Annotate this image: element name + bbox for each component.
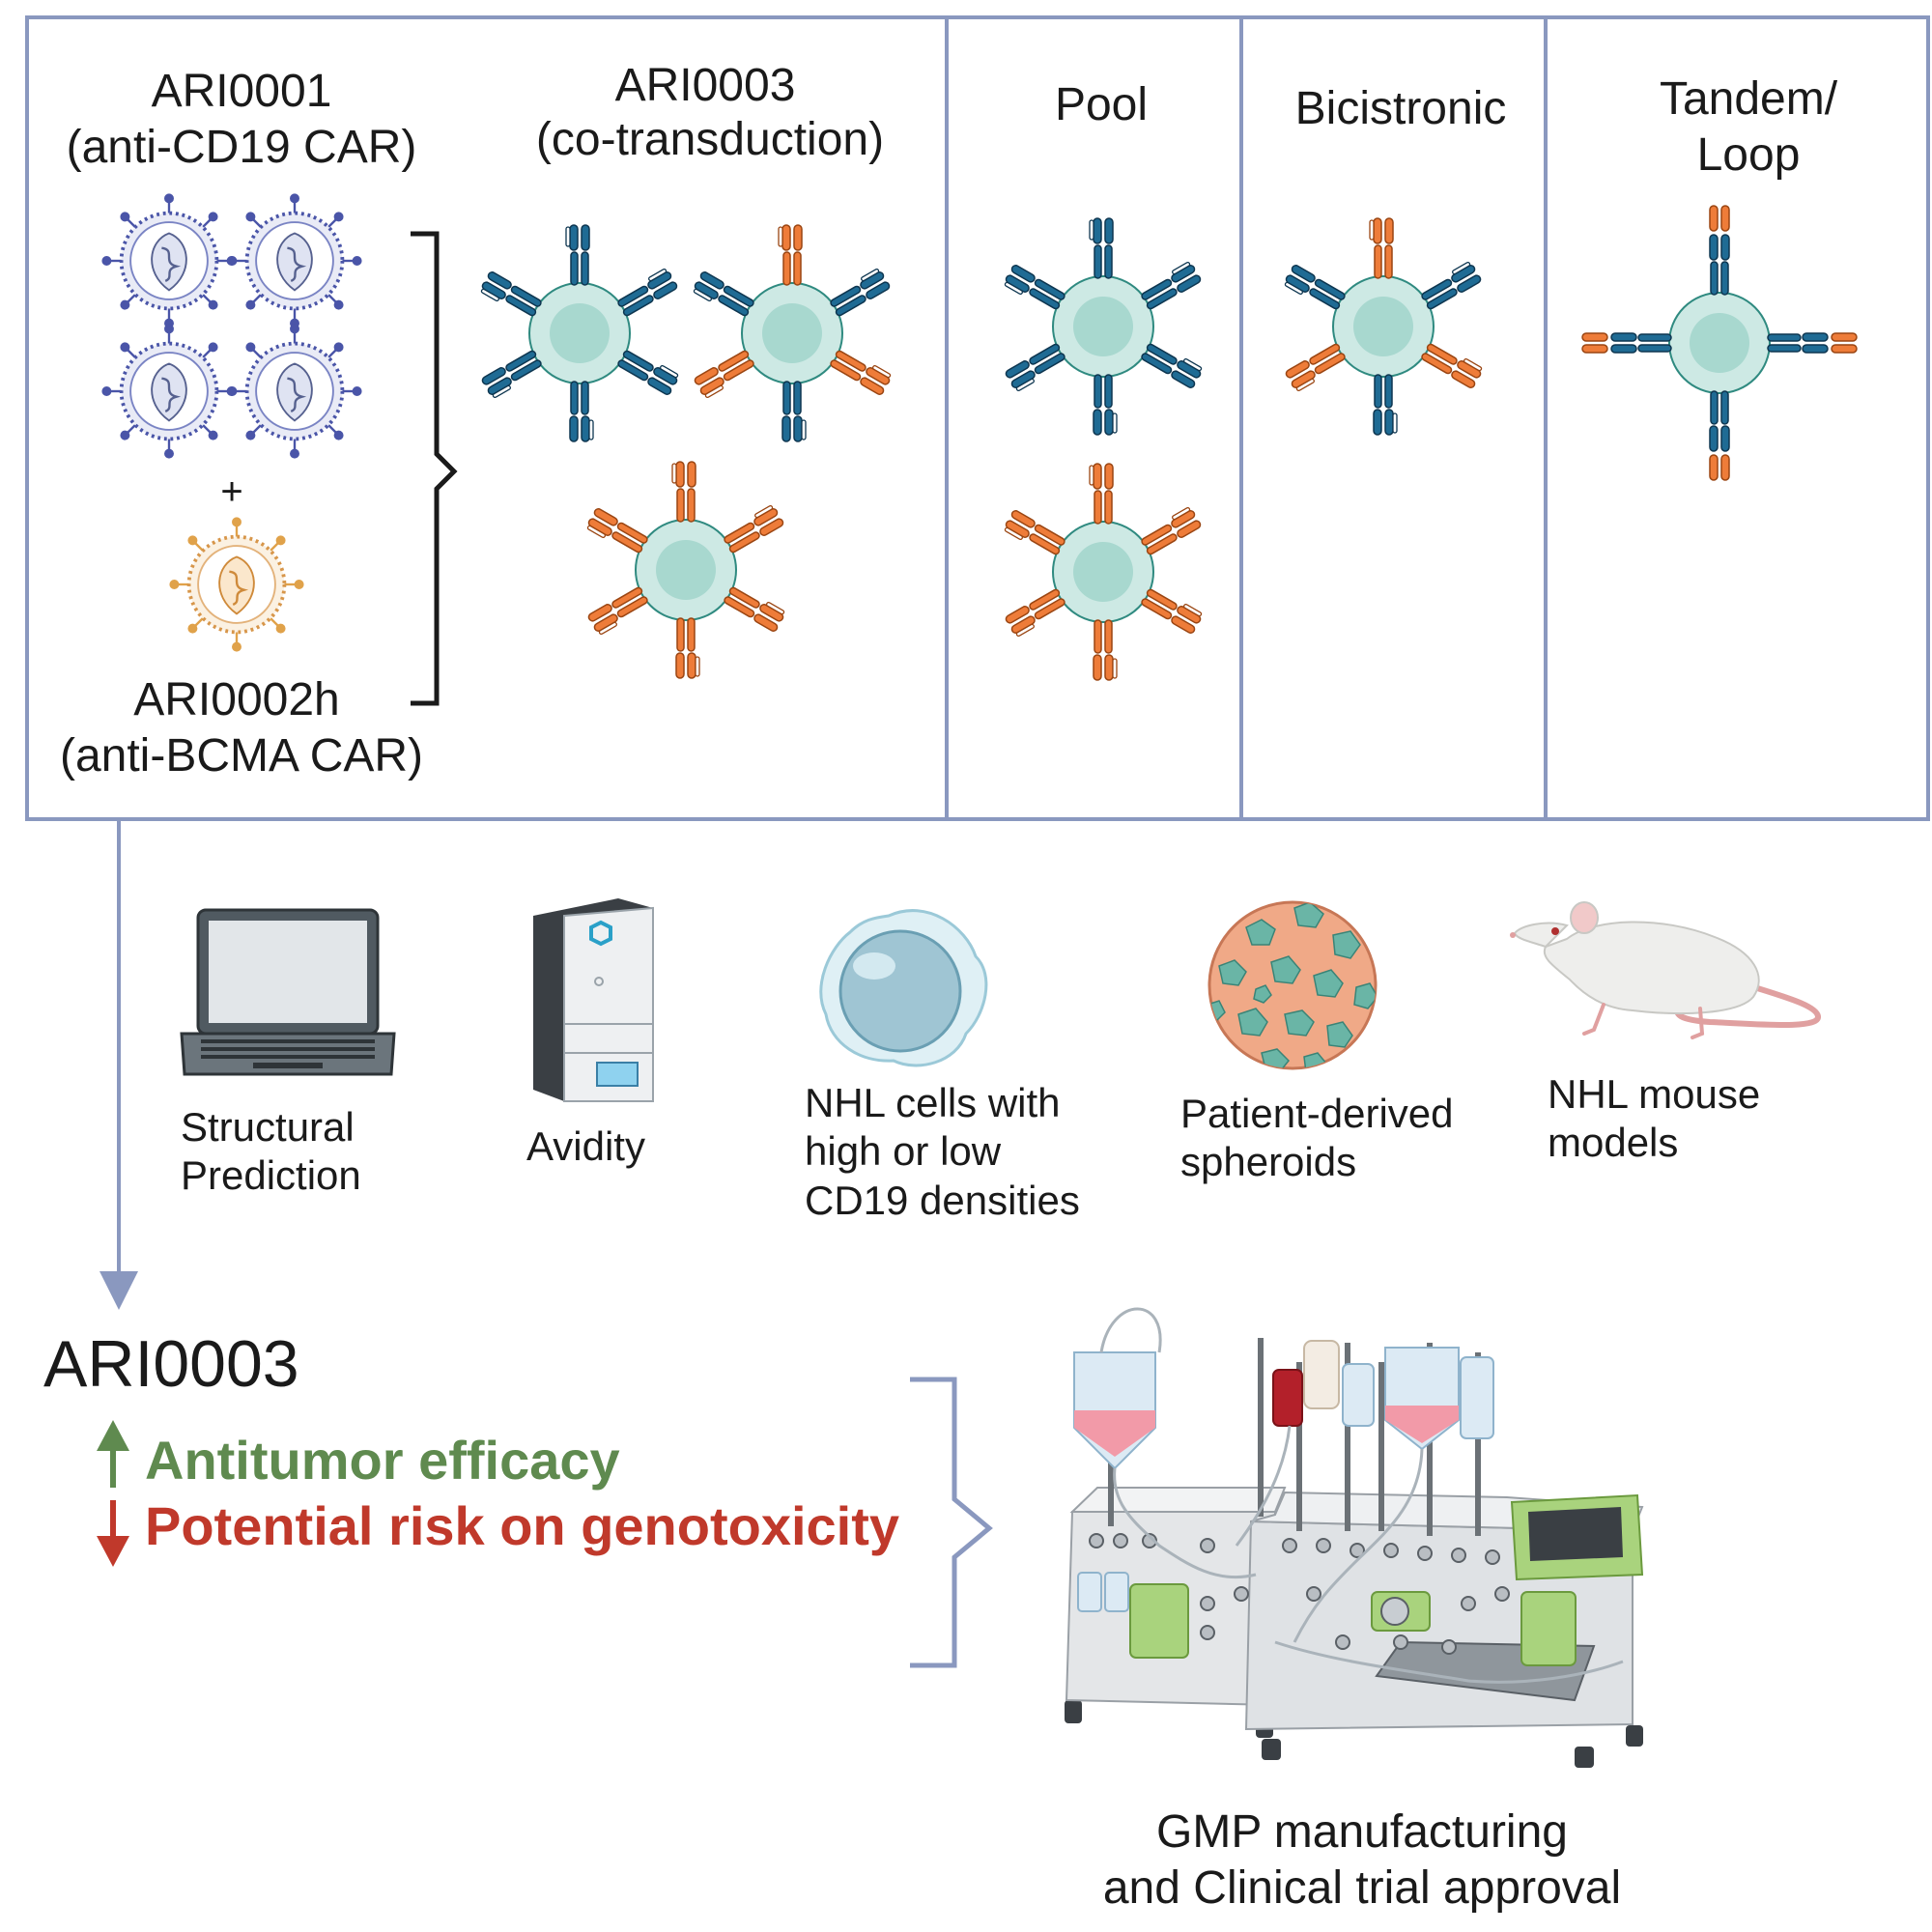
up-arrow-icon <box>97 1420 129 1488</box>
ari0002h-virus <box>168 516 305 653</box>
ari0003-panel-title: ARI0003 <box>614 60 796 111</box>
assay-label-line: Patient-derived <box>1180 1091 1454 1136</box>
pool-cell-blue <box>1002 217 1205 436</box>
assay-label-line: spheroids <box>1180 1139 1357 1185</box>
cotransduction-cell-orange <box>584 461 787 679</box>
assay-label-line: CD19 densities <box>805 1177 1080 1223</box>
mouse-icon <box>1510 901 1821 1039</box>
gmp-label-line2: and Clinical trial approval <box>1102 1862 1622 1914</box>
ari0001-title: ARI0001 <box>151 66 332 117</box>
grouping-bracket <box>411 231 458 706</box>
spheroid-icon <box>1208 900 1378 1070</box>
assay-label-line: high or low <box>805 1128 1002 1175</box>
result-title: ARI0003 <box>43 1327 299 1401</box>
gmp-device-icon <box>1065 1307 1644 1768</box>
ari0002h-subtitle: (anti-BCMA CAR) <box>59 730 424 781</box>
assay-label-line: Structural <box>181 1104 355 1150</box>
cotransduction-cell-mixed <box>691 224 894 442</box>
assay-nhl-cells: NHL cells with high or low CD19 densitie… <box>805 1079 1080 1225</box>
ari0002h-title: ARI0002h <box>133 674 340 725</box>
cotransduction-cell-blue <box>478 224 681 442</box>
assay-structural-prediction: Structural Prediction <box>181 1103 361 1201</box>
risk-label: Potential risk on genotoxicity <box>145 1495 900 1556</box>
assay-label-line: models <box>1548 1120 1679 1166</box>
bicistronic-cell <box>1282 217 1485 436</box>
instrument-icon <box>533 898 654 1102</box>
tandem-title-line1: Tandem/ <box>1659 73 1838 125</box>
ari0003-panel-subtitle: (co-transduction) <box>535 114 885 165</box>
assay-avidity: Avidity <box>526 1122 645 1171</box>
pool-title: Pool <box>1054 79 1149 130</box>
assay-label-line: NHL mouse <box>1548 1071 1761 1117</box>
assay-label-line: Avidity <box>526 1123 645 1169</box>
bicistronic-title: Bicistronic <box>1294 83 1507 134</box>
assay-mouse-models: NHL mouse models <box>1548 1070 1760 1168</box>
assay-label-line: Prediction <box>181 1152 361 1199</box>
plus-sign: + <box>220 470 243 513</box>
nhl-cell-icon <box>819 909 988 1067</box>
down-arrow-icon <box>97 1500 129 1567</box>
assay-spheroids: Patient-derived spheroids <box>1180 1090 1454 1187</box>
flow-arrow <box>99 821 138 1310</box>
ari0001-virus-group <box>100 192 363 460</box>
tandem-cell <box>1581 205 1858 481</box>
assay-label-line: NHL cells with <box>805 1080 1061 1125</box>
pool-cell-orange <box>1002 463 1205 681</box>
tandem-title-line2: Loop <box>1696 129 1801 181</box>
ari0001-subtitle: (anti-CD19 CAR) <box>66 122 417 173</box>
laptop-icon <box>180 908 396 1076</box>
gmp-label-line1: GMP manufacturing <box>1156 1806 1568 1858</box>
efficacy-label: Antitumor efficacy <box>145 1430 620 1491</box>
result-bracket <box>910 1377 993 1668</box>
top-frame <box>25 15 1930 821</box>
